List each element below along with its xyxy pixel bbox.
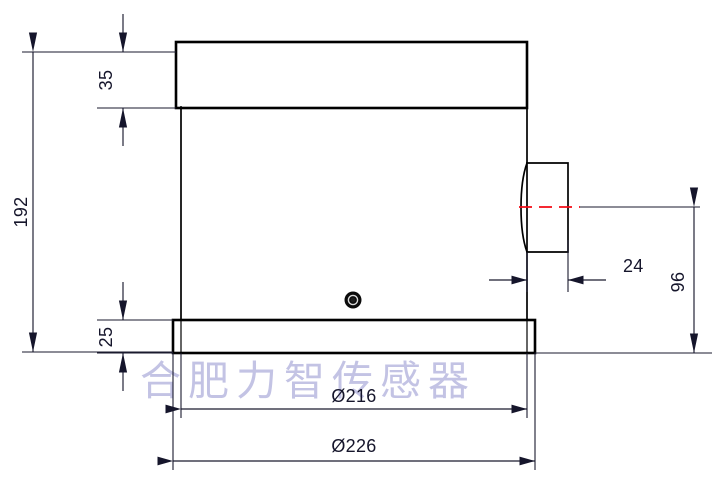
main-body (180, 106, 528, 321)
dimension-dia-226: Ø226 (157, 353, 536, 470)
watermark-label: 合肥力智传感器 (140, 357, 476, 405)
dimension-96-label: 96 (668, 272, 688, 293)
vent-plug (344, 291, 362, 309)
dimension-35: 35 (96, 14, 176, 146)
dimension-dia-226-label: Ø226 (331, 436, 376, 456)
dimension-dia-216-label: Ø216 (331, 386, 376, 406)
dimension-35-label: 35 (96, 70, 116, 91)
dimension-24: 24 (489, 240, 644, 292)
dimension-192: 192 (11, 32, 176, 353)
dimension-dia-216: Ø216 (165, 353, 528, 418)
dimension-24-label: 24 (623, 256, 644, 276)
dimension-25-label: 25 (96, 327, 116, 348)
top-cap (174, 40, 529, 110)
dimension-25: 25 (96, 282, 173, 391)
bottom-flange (171, 318, 537, 355)
dimension-96: 96 (535, 187, 712, 354)
dimension-192-label: 192 (11, 197, 31, 228)
sensor-outline-group (171, 40, 700, 355)
